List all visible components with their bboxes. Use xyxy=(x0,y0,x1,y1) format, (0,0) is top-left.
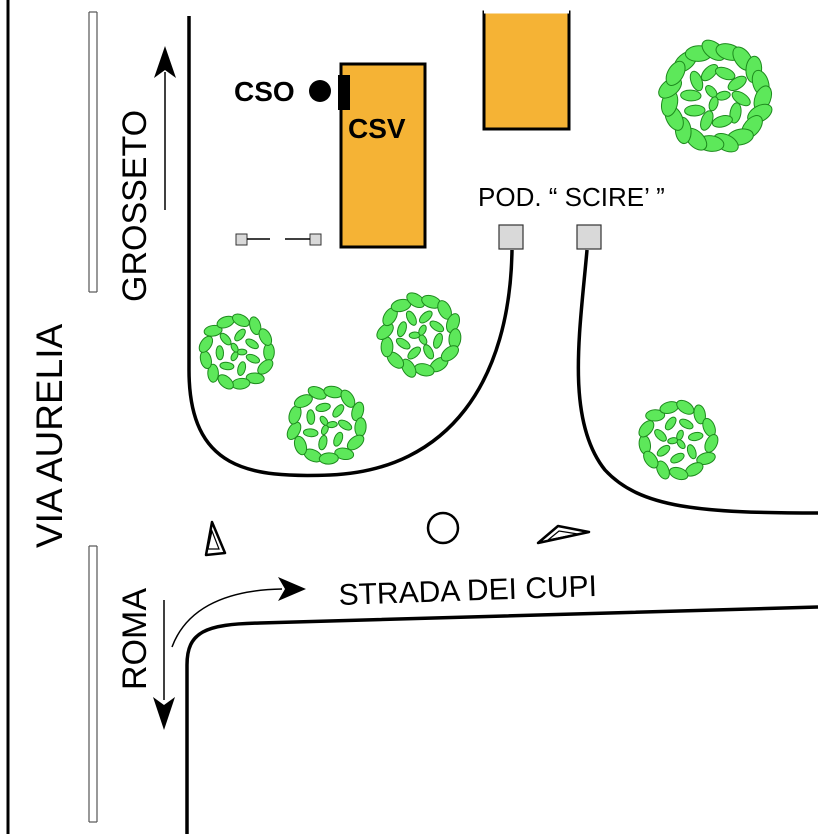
gate-post-left xyxy=(498,224,524,250)
building-north xyxy=(482,10,571,131)
triangle-sign-inner xyxy=(207,528,220,550)
tree-icon xyxy=(376,292,462,378)
triangle-sign-flat-icon xyxy=(536,524,591,545)
tree-icon xyxy=(286,385,367,465)
cso-label: CSO xyxy=(234,76,295,107)
via-aurelia-label: VIA AURELIA xyxy=(29,324,70,548)
road-edge-south xyxy=(185,605,819,834)
cso-dot-icon xyxy=(309,80,331,102)
arrow-turn-right-icon xyxy=(171,577,306,648)
tree-icon xyxy=(198,313,275,390)
pod-scire-label: POD. “ SCIRE’ ” xyxy=(478,182,665,212)
csv-label: CSV xyxy=(348,113,406,144)
road-edge-pod-curve xyxy=(576,249,819,515)
median-strip-north xyxy=(88,11,98,293)
roma-label: ROMA xyxy=(116,588,154,690)
grosseto-label: GROSSETO xyxy=(116,110,154,302)
arrow-south-icon xyxy=(153,600,175,730)
triangle-sign-flat-inner xyxy=(547,530,579,541)
tree-icon xyxy=(658,39,773,153)
trees xyxy=(198,39,773,481)
strada-dei-cupi-label: STRADA DEI CUPI xyxy=(338,570,597,612)
tree-icon xyxy=(638,399,719,481)
cso-bar xyxy=(338,75,350,110)
arrow-north-icon xyxy=(154,46,176,210)
median-strip-south xyxy=(88,545,98,823)
gate-post-right xyxy=(576,224,602,250)
fence-posts xyxy=(235,233,322,246)
road-edge-north-curve xyxy=(187,16,514,478)
round-sign-icon xyxy=(426,511,460,545)
building-csv xyxy=(339,62,427,249)
